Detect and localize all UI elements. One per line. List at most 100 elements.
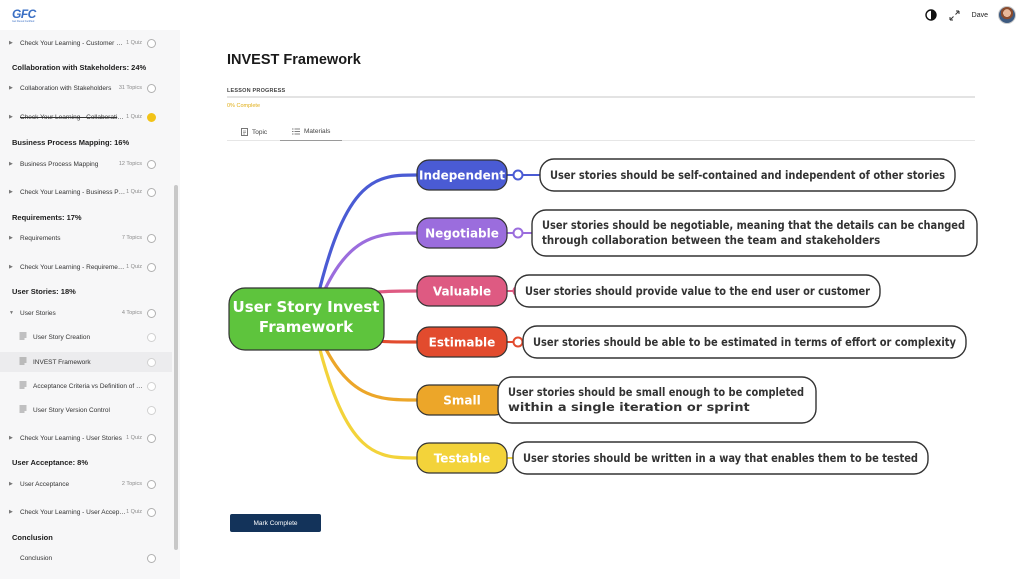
top-bar: GFC Get Flexed Certified Dave: [0, 0, 1024, 30]
lesson-progress-label: LESSON PROGRESS: [227, 88, 286, 94]
chevron-right-icon[interactable]: ▶: [9, 161, 13, 167]
mindmap-branch-line: [314, 231, 418, 311]
lesson-doc-icon: [19, 332, 29, 342]
mindmap-description-text: User stories should be negotiable, meani…: [542, 218, 965, 232]
mindmap-connector-dot: [512, 169, 524, 181]
sidebar-item-meta: 1 Quiz: [126, 435, 142, 441]
chevron-right-icon[interactable]: ▶: [9, 435, 13, 441]
chevron-right-icon[interactable]: ▶: [9, 481, 13, 487]
sidebar-item[interactable]: ▶ Check Your Learning - Collaboration wit…: [0, 107, 172, 127]
sidebar-lesson-label: Acceptance Criteria vs Definition of Don…: [33, 382, 147, 390]
sidebar-section-heading: Business Process Mapping: 16%: [12, 138, 130, 147]
sidebar-section-heading: User Stories: 18%: [12, 287, 76, 296]
avatar[interactable]: [998, 6, 1016, 24]
sidebar-item-label: Check Your Learning - User Stories: [20, 434, 122, 442]
course-sidebar: ▶Check Your Learning - Customer Segmenta…: [0, 30, 180, 579]
chevron-right-icon[interactable]: ▶: [9, 264, 13, 270]
tab-materials[interactable]: Materials: [280, 123, 343, 141]
mindmap-node: [416, 217, 508, 249]
sidebar-item-label: Check Your Learning - User Acceptance: [20, 508, 127, 516]
sidebar-scrollbar[interactable]: [174, 185, 178, 550]
chevron-right-icon[interactable]: ▶: [9, 40, 13, 46]
sidebar-lesson-item[interactable]: User Story Version Control: [0, 400, 172, 420]
sidebar-lesson-item[interactable]: Acceptance Criteria vs Definition of Don…: [0, 376, 172, 396]
lesson-doc-icon: [19, 405, 29, 415]
mindmap-branch-line: [314, 333, 418, 460]
chevron-right-icon[interactable]: ▶: [9, 235, 13, 241]
chevron-right-icon[interactable]: ▶: [9, 114, 13, 120]
sidebar-item[interactable]: ▶Check Your Learning - Customer Segmenta…: [0, 33, 172, 53]
sidebar-item-meta: 1 Quiz: [126, 189, 142, 195]
chevron-right-icon[interactable]: ▶: [9, 509, 13, 515]
list-icon: [292, 128, 300, 135]
circle-icon: [147, 405, 156, 415]
mindmap-description-box: [539, 158, 956, 192]
sidebar-lesson-label: User Story Version Control: [33, 406, 110, 414]
mindmap-center-node: [228, 287, 385, 351]
circle-icon: [147, 507, 156, 517]
sidebar-item-meta: 4 Topics: [121, 310, 142, 316]
sidebar-item[interactable]: ▶ Check Your Learning - User Stories 1 Qui…: [0, 428, 172, 448]
lesson-progress-text: 0% Complete: [227, 103, 261, 109]
sidebar-item-label: Check Your Learning - Business Process M…: [20, 188, 126, 196]
mindmap-connector-dot: [512, 227, 524, 239]
lesson-doc-icon: [19, 381, 29, 391]
sidebar-item-meta: 1 Quiz: [126, 114, 142, 120]
half-circle-icon[interactable]: [924, 8, 938, 22]
mindmap-description-text: User stories should be small enough to b…: [508, 385, 804, 399]
mindmap-description-box: [531, 209, 978, 257]
sidebar-lesson-item[interactable]: User Story Creation: [0, 327, 172, 347]
top-right-controls: Dave: [924, 4, 1016, 26]
sidebar-item[interactable]: ▼ User Stories 4 Topics: [0, 303, 172, 323]
lesson-doc-icon: [19, 357, 29, 367]
sidebar-item-meta: 1 Quiz: [126, 40, 142, 46]
circle-icon: [147, 357, 156, 367]
sidebar-item-label: User Stories: [20, 309, 56, 317]
mindmap-node-label: Valuable: [433, 285, 491, 299]
sidebar-item[interactable]: Conclusion: [0, 548, 172, 568]
user-name[interactable]: Dave: [971, 11, 988, 19]
main-content: INVEST Framework LESSON PROGRESS 0% Comp…: [180, 30, 1024, 579]
mindmap-description-text: User stories should provide value to the…: [525, 284, 870, 298]
mindmap-description-box: [514, 274, 881, 308]
sidebar-lesson-label: User Story Creation: [33, 333, 91, 341]
logo[interactable]: GFC Get Flexed Certified: [10, 6, 40, 24]
tab-materials-label: Materials: [304, 128, 331, 135]
sidebar-item-meta: 31 Topics: [118, 85, 142, 91]
mindmap-node-label: Independent: [419, 169, 505, 183]
mindmap-node: [416, 442, 508, 474]
sidebar-item-label: Business Process Mapping: [20, 160, 99, 168]
sidebar-item-label: Conclusion: [20, 554, 53, 562]
expand-arrows-icon[interactable]: [948, 8, 962, 22]
sidebar-item-label: Check Your Learning - Collaboration with…: [20, 113, 126, 121]
mindmap-description-text: through collaboration between the team a…: [542, 233, 880, 247]
chevron-right-icon[interactable]: ▶: [9, 85, 13, 91]
circle-icon: [147, 381, 156, 391]
circle-icon: [147, 433, 156, 443]
mindmap-node: [416, 326, 508, 358]
circle-icon: [147, 233, 156, 243]
mark-complete-button[interactable]: Mark Complete: [230, 514, 321, 532]
chevron-right-icon[interactable]: ▶: [9, 189, 13, 195]
mindmap-node: [416, 159, 508, 191]
sidebar-section-heading: Conclusion: [12, 533, 53, 542]
logo-subtext: Get Flexed Certified: [12, 20, 35, 23]
sidebar-item[interactable]: ▶ Check Your Learning - Business Process …: [0, 182, 172, 202]
mindmap-center-label: Framework: [259, 318, 354, 336]
circle-icon: [147, 479, 156, 489]
circle-icon: [147, 553, 156, 563]
sidebar-section-heading: Collaboration with Stakeholders: 24%: [12, 63, 147, 72]
chevron-down-icon[interactable]: ▼: [9, 310, 14, 316]
tab-topic[interactable]: Topic: [241, 123, 267, 141]
logo-text: GFC: [12, 7, 36, 21]
mindmap-description-text: User stories should be able to be estima…: [533, 335, 956, 349]
circle-icon: [147, 308, 156, 318]
mindmap-description-text: within a single iteration or sprint: [508, 400, 750, 414]
sidebar-lesson-item[interactable]: INVEST Framework: [0, 352, 172, 372]
